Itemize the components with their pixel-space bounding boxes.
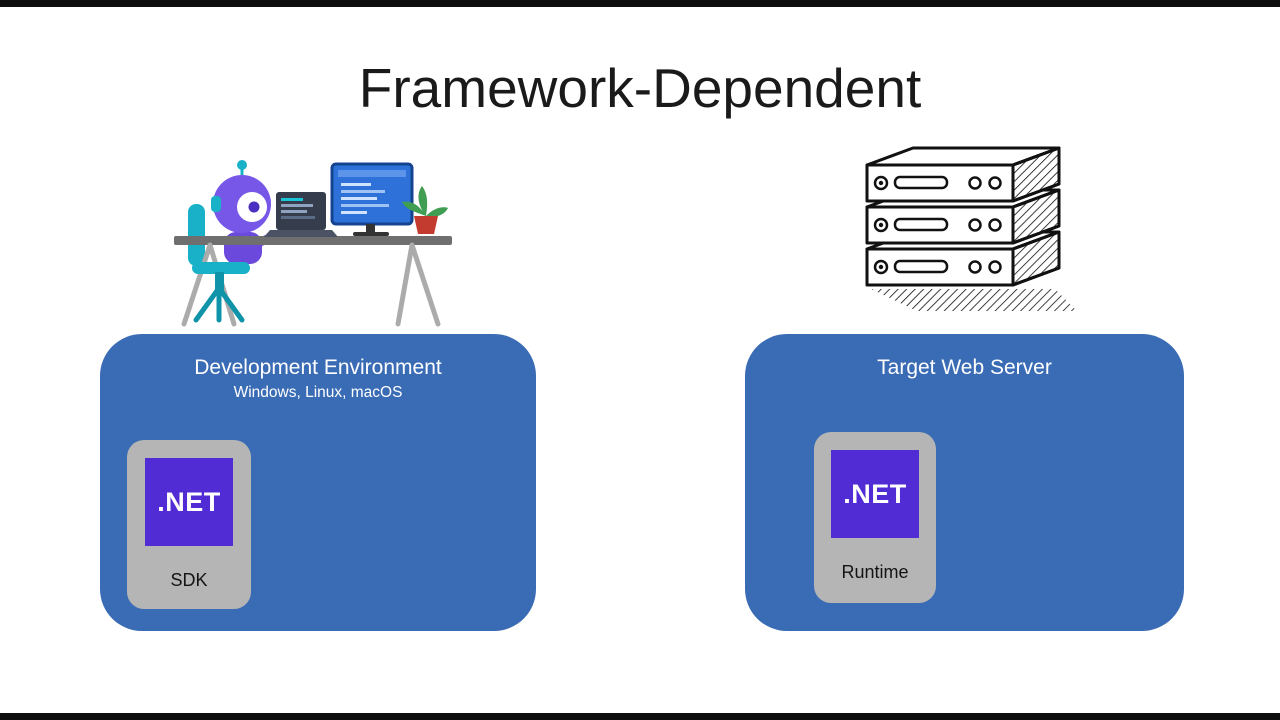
developer-workstation-illustration [160, 158, 465, 328]
runtime-label: Runtime [841, 562, 909, 582]
slide-title: Framework-Dependent [358, 57, 922, 119]
robot-at-desk-icon [174, 160, 452, 327]
dev-panel-subtitle: Windows, Linux, macOS [233, 384, 403, 402]
server-stack-icon [865, 146, 1077, 311]
dotnet-logo: .NET [831, 450, 919, 538]
sdk-card: .NET SDK [127, 440, 251, 609]
dotnet-logo: .NET [145, 458, 233, 546]
server-stack-illustration [855, 145, 1080, 320]
sdk-label: SDK [170, 570, 208, 590]
target-web-server-panel: Target Web Server .NET Runtime [745, 334, 1184, 631]
runtime-card: .NET Runtime [814, 432, 936, 603]
server-panel-title: Target Web Server [877, 356, 1052, 379]
letterbox-top-bar [0, 0, 1280, 7]
development-environment-panel: Development Environment Windows, Linux, … [100, 334, 536, 631]
dev-panel-title: Development Environment [194, 356, 442, 379]
letterbox-bottom-bar [0, 713, 1280, 720]
